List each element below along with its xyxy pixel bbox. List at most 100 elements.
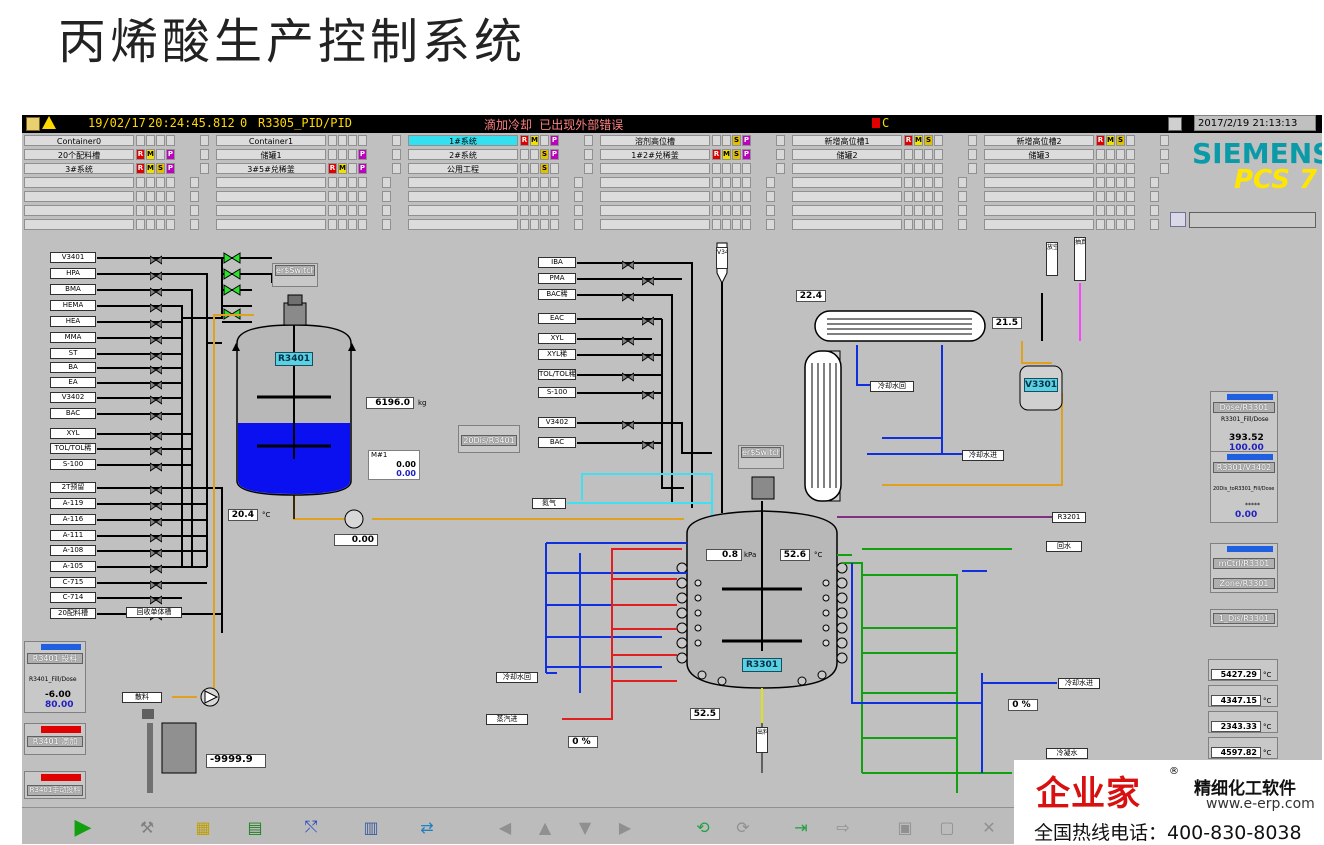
close-icon[interactable]: ✕ [982, 817, 996, 837]
overview-icon[interactable] [26, 117, 40, 131]
overview-empty-slot[interactable] [408, 177, 596, 188]
trend-icon[interactable]: ⤲ [304, 817, 318, 836]
overview-empty-slot[interactable] [408, 205, 596, 216]
feed-tag[interactable]: A-119 [50, 498, 96, 509]
overview-more[interactable] [200, 149, 209, 160]
print-preview-icon[interactable]: ▢ [939, 817, 955, 837]
overview-area[interactable] [792, 163, 980, 174]
feed-tag[interactable]: BAC稀 [538, 289, 576, 300]
feed-valve-icon[interactable] [149, 407, 163, 421]
overview-empty-slot[interactable] [984, 205, 1172, 216]
feed-tag[interactable]: V3402 [538, 417, 576, 428]
overview-more[interactable] [968, 149, 977, 160]
feed-tag[interactable]: V3402 [50, 392, 96, 403]
overview-empty-slot[interactable] [216, 205, 404, 216]
feed-tag[interactable]: XYL [538, 333, 576, 344]
overview-empty-slot[interactable] [216, 177, 404, 188]
tools-icon[interactable]: ⚒ [139, 817, 155, 837]
overview-empty-slot[interactable] [216, 191, 404, 202]
feed-valve-icon[interactable] [641, 348, 655, 362]
feed-valve-icon[interactable] [149, 283, 163, 297]
feed-tag[interactable]: 2T预留 [50, 482, 96, 493]
overview-empty-slot[interactable] [24, 219, 212, 230]
feed-tag[interactable]: EAC [538, 313, 576, 324]
feed-valve-icon[interactable] [621, 288, 635, 302]
report-icon[interactable]: ▥ [363, 817, 379, 837]
layout-icon[interactable]: ▤ [247, 817, 263, 837]
r3401-dose[interactable]: 20Dis/R3401 [458, 425, 520, 453]
overview-area[interactable] [984, 163, 1172, 174]
overview-more[interactable] [968, 135, 977, 146]
overview-empty-slot[interactable] [600, 191, 788, 202]
reading-box[interactable]: 2343.33°C [1208, 711, 1278, 733]
redo-icon[interactable]: ⟳ [736, 817, 750, 837]
feed-valve-icon[interactable] [149, 442, 163, 456]
overview-empty-slot[interactable] [24, 191, 212, 202]
feed-valve-icon[interactable] [149, 576, 163, 590]
arrow-left-icon[interactable]: ◀ [498, 817, 512, 837]
overview-empty-slot[interactable] [792, 177, 980, 188]
r3401-manual-panel[interactable]: R3401手动投料 [24, 771, 86, 799]
overview-area[interactable]: Container1 [216, 135, 404, 146]
feed-valve-icon[interactable] [149, 458, 163, 472]
arrow-up-icon[interactable]: ▲ [538, 817, 552, 837]
overview-more[interactable] [392, 135, 401, 146]
overview-more[interactable] [392, 149, 401, 160]
overview-empty-slot[interactable] [600, 205, 788, 216]
feed-valve-icon[interactable] [149, 299, 163, 313]
dis-r3301-panel[interactable]: 1_Dis/R3301 [1210, 609, 1278, 627]
ack-icon[interactable] [1168, 117, 1182, 131]
feed-valve-icon[interactable] [641, 386, 655, 400]
feed-valve-icon[interactable] [149, 315, 163, 329]
overview-empty-slot[interactable] [600, 219, 788, 230]
feed-tag[interactable]: S-100 [538, 387, 576, 398]
feed-tag[interactable]: MMA [50, 332, 96, 343]
export-icon[interactable]: ⇄ [420, 817, 434, 837]
feed-valve-icon[interactable] [149, 427, 163, 441]
feed-tag[interactable]: BAC [50, 408, 96, 419]
refresh-icon[interactable]: ⟲ [696, 817, 710, 837]
feed-valve-icon[interactable] [621, 416, 635, 430]
feed-tag[interactable]: BA [50, 362, 96, 373]
print-icon[interactable]: ▣ [897, 817, 913, 837]
feed-valve-icon[interactable] [641, 272, 655, 286]
overview-more[interactable] [1160, 135, 1169, 146]
overview-area[interactable]: 储罐3 [984, 149, 1172, 160]
feed-tag[interactable]: TOL/TOL稀 [50, 443, 96, 454]
feed-valve-icon[interactable] [149, 347, 163, 361]
overview-empty-slot[interactable] [24, 177, 212, 188]
feed-valve-icon[interactable] [149, 376, 163, 390]
feed-valve-icon[interactable] [149, 513, 163, 527]
feed-valve-icon[interactable] [149, 331, 163, 345]
overview-more[interactable] [584, 163, 593, 174]
r3401-switch[interactable]: er$Switch [272, 263, 318, 287]
feed-tag[interactable]: A-108 [50, 545, 96, 556]
feed-valve-icon[interactable] [149, 361, 163, 375]
overview-more[interactable] [776, 163, 785, 174]
dose-r3301-panel[interactable]: Dose/R3301 R3301_Fill/Dose 393.52 100.00 [1210, 391, 1278, 457]
r3401-feed-panel[interactable]: R3401 投料 R3401_Fill/Dose -6.00 80.00 [24, 641, 86, 713]
forward-icon[interactable]: ⇨ [836, 817, 850, 837]
feed-valve-icon[interactable] [621, 332, 635, 346]
overview-empty-slot[interactable] [408, 191, 596, 202]
arrow-down-icon[interactable]: ▼ [578, 817, 592, 837]
overview-more[interactable] [1160, 149, 1169, 160]
feed-tag[interactable]: 20配料槽 [50, 608, 96, 619]
mfl-faceplate[interactable]: M#1 0.00 0.00 [368, 450, 420, 480]
feed-valve-icon[interactable] [149, 497, 163, 511]
feed-tag[interactable]: PMA [538, 273, 576, 284]
feed-tag[interactable]: A-111 [50, 530, 96, 541]
overview-empty-slot[interactable] [984, 177, 1172, 188]
feed-tag[interactable]: EA [50, 377, 96, 388]
feed-valve-icon[interactable] [149, 591, 163, 605]
overview-empty-slot[interactable] [216, 219, 404, 230]
overview-more[interactable] [776, 149, 785, 160]
feed-tag[interactable]: V3401 [50, 252, 96, 263]
feed-tag[interactable]: A-105 [50, 561, 96, 572]
